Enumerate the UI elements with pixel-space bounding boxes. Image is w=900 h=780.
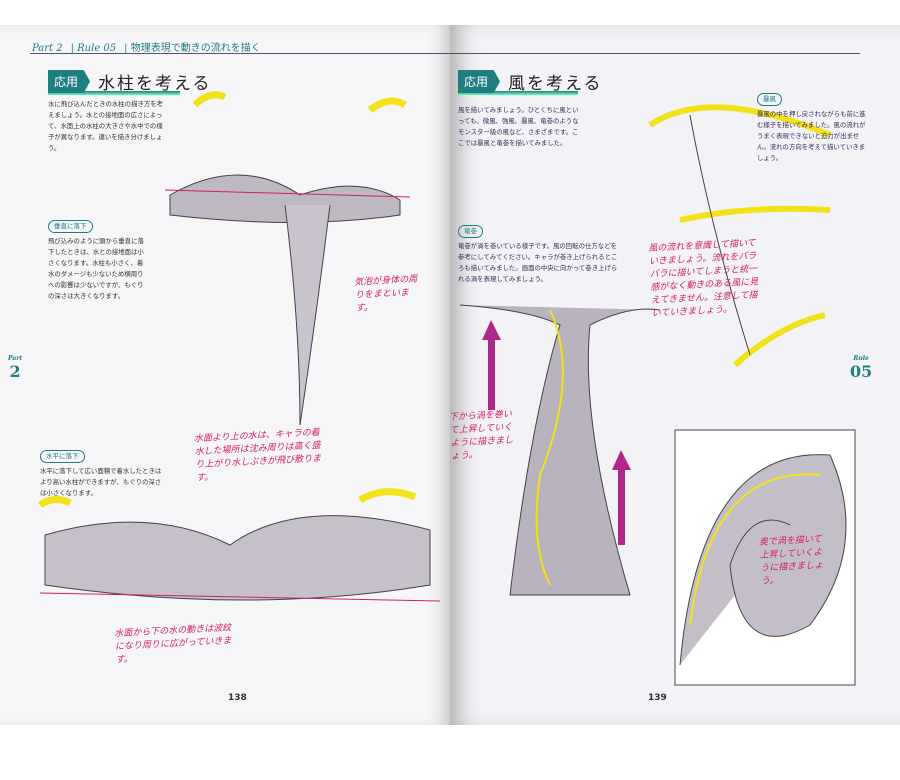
section-storm: 暴風 暴風の中を押し戻されながらも前に進む様子を描いてみました。風の流れがうまく…	[757, 93, 867, 164]
left-page: Part 2| Rule 05| 物理表現で動きの流れを描く 応用 水柱を考える…	[0, 25, 450, 725]
annotation-note: 水面より上の水は、キャラの着水した場所は沈み周りは高く盛り上がり水しぶきが飛び散…	[193, 427, 322, 484]
divider	[450, 53, 860, 54]
running-head: Part 2| Rule 05| 物理表現で動きの流れを描く	[32, 43, 261, 54]
side-tab-label: Part	[8, 355, 23, 362]
right-page: 応用 風を考える 風を描いてみましょう。ひとくちに風といっても、微風、強風、暴風…	[448, 25, 900, 725]
part-side-tab: Part 2	[8, 355, 22, 381]
section-text: 竜巻が渦を巻いている様子です。風の回転の仕方などを参考にしてみてください。キャラ…	[458, 242, 618, 283]
section-text: 水平に落下して広い面積で着水したときはより高い水柱ができますが、もぐりの深さは小…	[40, 467, 162, 497]
heading-tag: 応用	[458, 70, 501, 93]
section-heading: 応用 風を考える	[458, 69, 603, 94]
water-column-illustration	[38, 91, 441, 602]
topic-label: 物理表現で動きの流れを描く	[130, 43, 261, 54]
side-tab-number: 05	[850, 362, 873, 381]
heading-bar	[48, 91, 180, 95]
rule-label: Rule 05	[77, 43, 117, 54]
annotation-note: 奥で渦を描いて上昇していくように描きましょう。	[758, 534, 824, 587]
divider	[30, 53, 450, 54]
section-heading: 応用 水柱を考える	[48, 69, 212, 94]
side-tab-label: Rule	[853, 355, 869, 362]
intro-text: 風を描いてみましょう。ひとくちに風といっても、微風、強風、暴風、竜巻のようなモン…	[458, 106, 579, 147]
section-label: 竜巻	[458, 225, 483, 238]
section-label: 水平に落下	[40, 450, 85, 463]
annotation-note: 気泡が身体の周りをまといます。	[354, 274, 418, 314]
section-text: 飛び込みのように頭から垂直に落下したときは、水との接地面は小さくなります。水柱も…	[48, 237, 144, 300]
section-text: 暴風の中を押し戻されながらも前に進む様子を描いてみました。風の流れがうまく表現で…	[757, 110, 866, 162]
annotation-note: 風の流れを意識して描いていきましょう。流れをバラバラに描いてしまうと統一感がなく…	[648, 238, 759, 319]
section-vertical: 垂直に落下 飛び込みのように頭から垂直に落下したときは、水との接地面は小さくなり…	[48, 220, 146, 302]
section-horizontal: 水平に落下 水平に落下して広い面積で着水したときはより高い水柱ができますが、もぐ…	[40, 450, 165, 499]
rule-side-tab: Rule 05	[850, 355, 872, 381]
page-number: 138	[228, 693, 247, 703]
heading-tag: 応用	[48, 70, 91, 93]
section-label: 暴風	[757, 93, 782, 106]
heading-bar	[458, 91, 578, 95]
annotation-note: 下から渦を巻いて上昇していくように描きましょう。	[448, 409, 514, 462]
wind-illustration	[459, 104, 856, 686]
section-label: 垂直に落下	[48, 220, 93, 233]
heading-title: 水柱を考える	[98, 74, 212, 94]
page-number: 139	[648, 693, 667, 703]
side-tab-number: 2	[9, 362, 21, 381]
part-label: Part 2	[32, 43, 63, 54]
intro-text: 水に飛び込んだときの水柱の描き方を考えましょう。水との接地面の広さによって、水面…	[48, 100, 164, 152]
heading-title: 風を考える	[508, 74, 603, 94]
section-tornado: 竜巻 竜巻が渦を巻いている様子です。風の回転の仕方などを参考にしてみてください。…	[458, 225, 618, 285]
annotation-note: 水面から下の水の動きは波紋になり周りに広がっていきます。	[114, 623, 232, 666]
